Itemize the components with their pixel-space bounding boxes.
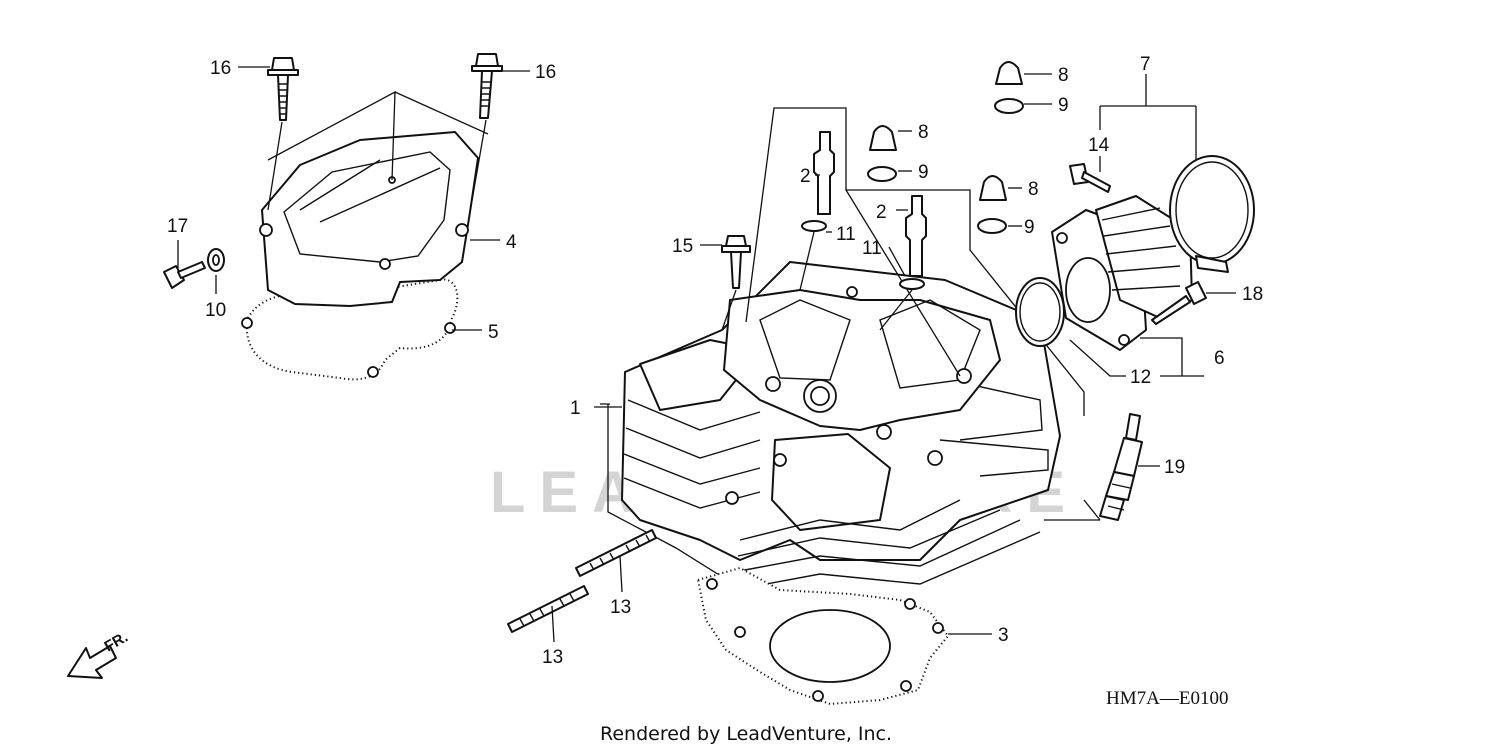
callout-8-mid: 8 (918, 122, 929, 143)
leader-lines (177, 66, 1236, 643)
bolt-15[interactable] (721, 235, 751, 289)
callout-9-mid: 9 (918, 162, 929, 183)
callout-19: 19 (1164, 457, 1185, 478)
callout-3: 3 (998, 625, 1009, 646)
spark-plug[interactable] (1099, 413, 1143, 521)
cap-nut-8c[interactable] (979, 175, 1007, 201)
hose-band-7[interactable] (1169, 155, 1255, 273)
valve-guide-left[interactable] (813, 131, 835, 215)
clip-11-left[interactable] (801, 220, 827, 232)
stud-13-upper[interactable] (575, 529, 657, 577)
diagram-code: HM7A—E0100 (1106, 688, 1228, 709)
callout-9-low: 9 (1024, 217, 1035, 238)
cover-bolt-17[interactable] (163, 261, 206, 289)
callout-2-right: 2 (876, 202, 887, 223)
cover-bolt-right[interactable] (471, 53, 503, 119)
callout-9-top: 9 (1058, 95, 1069, 116)
screw-18[interactable] (1151, 281, 1207, 325)
callout-8-top: 8 (1058, 65, 1069, 86)
callout-14: 14 (1088, 135, 1110, 156)
callout-6: 6 (1214, 348, 1225, 369)
callout-13-upper: 13 (610, 597, 631, 618)
insulator-assembly[interactable] (1051, 195, 1193, 351)
callout-16-left: 16 (210, 58, 231, 79)
washer-9b[interactable] (867, 166, 897, 182)
washer-9c[interactable] (977, 218, 1007, 234)
callout-7: 7 (1140, 54, 1151, 75)
callout-16-right: 16 (535, 62, 556, 83)
head-cover-assembly (163, 53, 503, 381)
clip-11-right[interactable] (899, 278, 925, 290)
callout-10: 10 (205, 300, 226, 321)
callout-12: 12 (1130, 367, 1151, 388)
cylinder-head[interactable] (621, 261, 1061, 591)
o-ring-12[interactable] (1015, 277, 1065, 347)
callout-8-low: 8 (1028, 179, 1039, 200)
callout-17: 17 (167, 216, 188, 237)
stud-13-lower[interactable] (507, 585, 589, 633)
callout-labels: 16 16 17 10 4 5 2 11 2 11 15 8 9 8 9 8 9… (167, 54, 1263, 668)
washer-9a[interactable] (994, 98, 1024, 114)
callout-13-lower: 13 (542, 647, 563, 668)
callout-4: 4 (506, 232, 517, 253)
valve-guide-right[interactable] (905, 195, 927, 277)
cylinder-head-gasket[interactable] (696, 566, 950, 706)
cap-nut-8a[interactable] (995, 61, 1023, 85)
callout-2-left: 2 (800, 166, 811, 187)
render-credit: Rendered by LeadVenture, Inc. (600, 723, 892, 745)
front-direction-arrow: FR. (67, 629, 131, 679)
callout-5: 5 (488, 322, 499, 343)
callout-15: 15 (672, 236, 693, 257)
callout-11-right: 11 (862, 238, 882, 259)
cap-nut-8b[interactable] (869, 125, 897, 151)
callout-18: 18 (1242, 284, 1263, 305)
cover-bolt-left[interactable] (267, 57, 299, 121)
callout-1: 1 (570, 398, 581, 419)
callout-11-left: 11 (836, 224, 856, 245)
screw-14[interactable] (1069, 163, 1111, 193)
